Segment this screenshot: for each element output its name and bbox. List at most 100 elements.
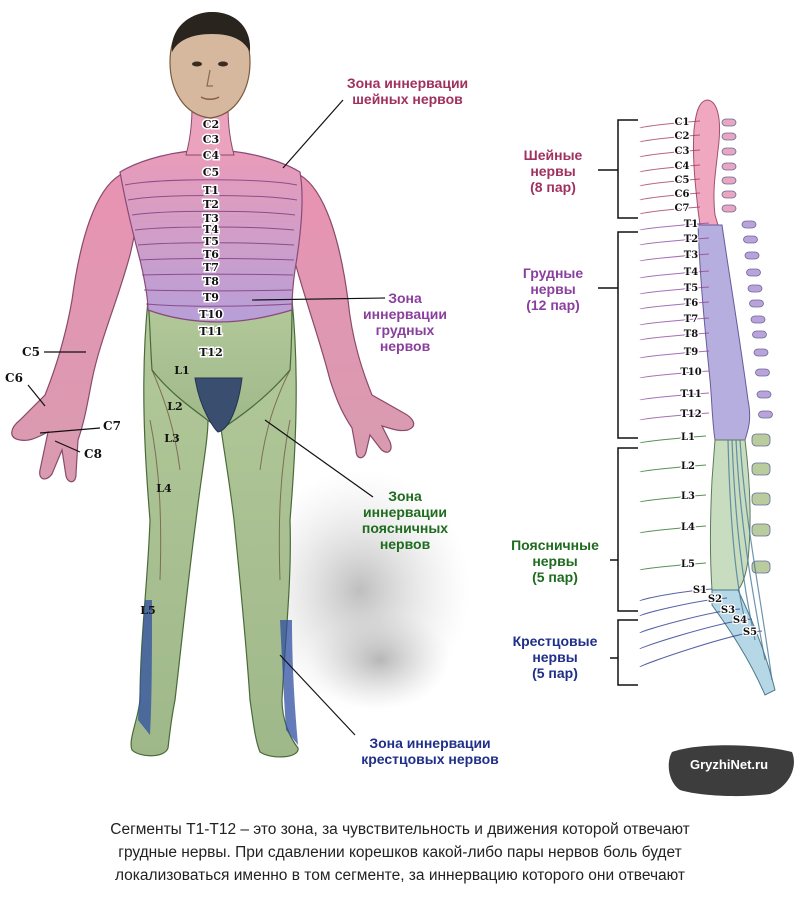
vertebra-process-t12 — [758, 410, 773, 419]
cauda-equina — [727, 439, 773, 681]
trunk-label-t2: T2 — [203, 198, 219, 211]
lumbar-group-label: Поясничные нервы (5 пар) — [500, 537, 610, 585]
spine-label-s5: S5 — [743, 627, 757, 638]
arm-pointer-lines — [27, 351, 101, 453]
nerve-c1 — [639, 120, 701, 129]
spine-label-t10: T10 — [680, 367, 701, 378]
trunk-label-t12: T12 — [199, 346, 223, 359]
spine-label-t5: T5 — [684, 283, 698, 294]
trunk-label-t1: T1 — [203, 184, 219, 197]
nerve-c7 — [639, 206, 701, 215]
spine-label-l1: L1 — [681, 432, 695, 443]
spine-label-s2: S2 — [708, 594, 722, 605]
thoracic-zone-line-1: Зона — [388, 290, 422, 306]
vertebra-process-l5 — [751, 560, 771, 574]
human-figure — [11, 12, 415, 758]
leg-label-l2: L2 — [167, 400, 182, 413]
cervical-zone-line-2: шейных нервов — [352, 91, 463, 107]
vertebra-process-t6 — [749, 299, 764, 308]
nerve-l1 — [639, 435, 707, 444]
neck — [185, 107, 235, 156]
body-shadow — [250, 470, 470, 710]
nerve-l3 — [639, 494, 707, 503]
lumbar-group-line-2: нервы — [532, 553, 578, 569]
vertebra-process-t7 — [750, 315, 766, 324]
nerve-t9 — [639, 350, 710, 359]
nerve-t5 — [639, 286, 710, 295]
spine-label-c3: C3 — [675, 146, 690, 157]
spine-label-t1: T1 — [684, 219, 698, 230]
nerve-l5 — [639, 562, 707, 571]
spine-label-t11: T11 — [680, 389, 701, 400]
nerve-t7 — [639, 317, 710, 326]
sacral-zone-line-1: Зона иннервации — [369, 735, 491, 751]
lumbar-zone-line-2: иннервации — [363, 504, 447, 520]
vertebra-process-t1 — [741, 220, 757, 229]
nerve-s1 — [639, 588, 713, 602]
nerve-l4 — [639, 525, 707, 534]
spine-label-t4: T4 — [684, 267, 698, 278]
vertebra-process-t3 — [744, 251, 760, 260]
sacral-column — [711, 589, 776, 696]
nerve-c5 — [639, 178, 701, 187]
thoracic-zone-label: Зона иннервации грудных нервов — [350, 290, 460, 354]
trunk-label-t9: T9 — [203, 291, 219, 304]
spine-label-t7: T7 — [684, 314, 698, 325]
nerve-t4 — [639, 270, 710, 279]
watermark-brush — [668, 745, 794, 797]
nerve-t8 — [639, 332, 710, 341]
spine-label-c1: C1 — [675, 117, 690, 128]
lumbar-column — [710, 439, 751, 591]
caption-line-3: локализоваться именно в том сегменте, за… — [114, 867, 686, 884]
lumbar-zone-line-4: нервов — [379, 536, 431, 552]
thoracic-group-line-3: (12 пар) — [526, 297, 580, 313]
sacral-zone-line-2: крестцовых нервов — [361, 751, 499, 767]
nerve-s2 — [639, 597, 728, 617]
leg-label-l5: L5 — [140, 604, 155, 617]
spine-label-c5: C5 — [675, 175, 690, 186]
groin — [194, 377, 243, 433]
vertebra-processes — [721, 118, 773, 574]
thoracic-group-label: Грудные нервы (12 пар) — [508, 265, 598, 313]
spine-label-l3: L3 — [681, 491, 695, 502]
trunk-label-t7: T7 — [203, 261, 219, 274]
vertebra-process-c7 — [721, 204, 737, 213]
nerve-t2 — [639, 237, 710, 246]
zone-pointer-lines — [251, 99, 386, 736]
cervical-group-line-2: нервы — [530, 163, 576, 179]
vertebra-process-c2 — [721, 132, 737, 141]
arm-label-c8: C8 — [84, 447, 102, 461]
cervical-group-line-1: Шейные — [523, 147, 583, 163]
spine-label-l5: L5 — [681, 559, 695, 570]
nerve-t3 — [639, 253, 710, 262]
vertebra-process-t2 — [743, 235, 758, 244]
nerve-lines — [639, 120, 763, 668]
thoracic-zone-line-4: нервов — [379, 338, 431, 354]
spine-label-s3: S3 — [721, 605, 735, 616]
caption-line-1: Сегменты Т1-Т12 – это зона, за чувствите… — [110, 821, 690, 838]
vertebra-process-t10 — [755, 368, 770, 377]
sacral-zone-right — [138, 600, 152, 735]
spine-label-s4: S4 — [733, 615, 747, 626]
vertebra-process-c6 — [721, 190, 737, 199]
spine — [639, 99, 776, 696]
spine-level-labels: C1C2C3C4C5C6C7T1T2T3T4T5T6T7T8T9T10T11T1… — [673, 116, 758, 640]
spine-label-t3: T3 — [684, 250, 698, 261]
nerve-l2 — [639, 464, 707, 473]
thoracic-group-line-1: Грудные — [522, 265, 584, 281]
trunk-label-c2: C2 — [203, 118, 219, 131]
nerve-c2 — [639, 134, 701, 143]
watermark: GryzhiNet.ru — [690, 757, 769, 772]
leg-label-l4: L4 — [156, 482, 172, 495]
vertebra-process-t4 — [746, 268, 761, 277]
sacral-zone-label: Зона иннервации крестцовых нервов — [340, 735, 520, 767]
spine-label-t6: T6 — [684, 298, 698, 309]
thoracic-column — [697, 224, 751, 441]
arm-label-c6: C6 — [5, 371, 23, 385]
trunk-label-c3: C3 — [203, 133, 219, 146]
vertebra-process-l4 — [751, 523, 771, 537]
